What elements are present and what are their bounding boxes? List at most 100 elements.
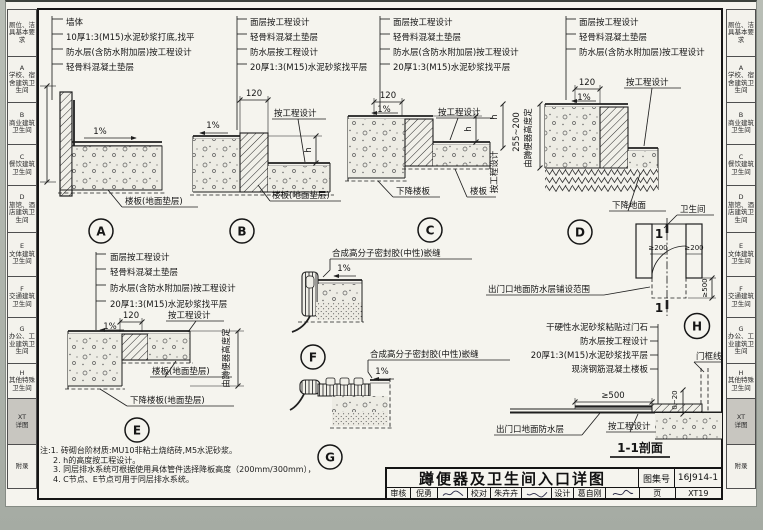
sidebar-item-code: H <box>19 368 25 377</box>
detail-a-bubble-letter: A <box>96 225 106 239</box>
detail-c-bubble <box>417 217 443 243</box>
design-label: 设计 <box>551 488 573 499</box>
slab-concrete <box>193 139 240 192</box>
reviewer-signature <box>437 488 467 499</box>
sidebar-item-label: 其他特殊卫生间 <box>9 376 35 392</box>
dropped-slab-concrete <box>348 119 405 178</box>
detail-e-leader-1: 面层按工程设计 <box>110 252 170 263</box>
detail-c-leader-4: 20厚1:3(M15)水泥砂浆找平层 <box>393 62 510 73</box>
notes-prefix: 注: <box>40 446 51 455</box>
detail-d-bubble <box>567 219 593 245</box>
sidebar-item-appendix: 附录 <box>726 444 756 489</box>
detail-c-leader-2: 轻骨料混凝土垫层 <box>393 32 461 43</box>
mortar-bed <box>332 396 388 412</box>
detail-g-bubble <box>317 444 343 470</box>
title-block-row1: 蹲便器及卫生间入口详图 图集号 16J914-1 <box>387 469 721 488</box>
detail-b-leader-3: 防水层按工程设计 <box>250 47 319 58</box>
section-mark-bottom: 1 <box>655 301 663 315</box>
detail-c-floor-label: 楼板 <box>470 186 488 197</box>
sidebar-item-label: 办公、工业建筑卫生间 <box>728 332 754 355</box>
sheet-title: 蹲便器及卫生间入口详图 <box>418 469 606 488</box>
section-leader-3: 20厚1:3(M15)水泥砂浆找平层 <box>531 350 648 361</box>
screed-layer <box>332 412 388 426</box>
page-label: 页 <box>638 488 675 499</box>
detail-c-slope: 1% <box>377 105 391 115</box>
detail-c-leader-3: 防水层(含防水附加层)按工程设计 <box>393 47 519 58</box>
detail-f-bubble <box>300 344 326 370</box>
sidebar-item-code: C <box>19 152 25 161</box>
sidebar-item-code: H <box>738 368 744 377</box>
pan-lip-curl <box>289 393 305 411</box>
detail-e-bubble-letter: E <box>133 424 141 438</box>
wall-left <box>635 223 653 279</box>
wall <box>59 91 73 197</box>
sidebar-item-code: XT <box>17 413 27 421</box>
detail-d-hnote: 按工程设计 <box>489 150 500 193</box>
detail-e-by-pan: 由蹲便器高度定 <box>221 328 232 388</box>
detail-f-bubble-letter: F <box>309 351 317 365</box>
floor-slab-concrete <box>148 334 190 360</box>
checker-name: 朱卉卉 <box>489 488 522 499</box>
detail-a-floor-label: 楼板(地面垫层) <box>125 196 183 207</box>
section-floor-wp-label: 出门口地面防水层 <box>496 424 564 435</box>
sidebar-item-code: A <box>19 63 25 72</box>
detail-h-dim-out: ≥500 <box>701 278 709 297</box>
sidebar-item-label: 学校、宿舍建筑卫生间 <box>9 71 35 94</box>
detail-g-slope: 1% <box>375 367 389 377</box>
sidebar-item-code: C <box>738 152 744 161</box>
detail-d-drop-label: 下降地面 <box>612 200 647 211</box>
section-dim-500: ≥500 <box>601 391 624 401</box>
sidebar-item-code: F <box>739 284 743 293</box>
sidebar-item-code: G <box>738 324 744 333</box>
floor-slab-concrete <box>433 145 490 166</box>
detail-h-dim-right: ≥200 <box>684 244 703 252</box>
sidebar-item-label: 商业建筑卫生间 <box>728 118 754 135</box>
detail-f-sealant: 合成高分子密封胶(中性)嵌缝 <box>332 248 441 259</box>
brick-curb <box>239 132 269 193</box>
note-text: 1. 砖砌台阶材质:MU10非粘土烧结砖,M5水泥砂浆。 <box>50 446 238 455</box>
detail-b: 面层按工程设计 轻骨料混凝土垫层 防水层按工程设计 20厚1:3(M15)水泥砂… <box>190 16 367 244</box>
sidebar-item-code: D <box>738 193 744 201</box>
designer-name: 葛自刚 <box>572 488 606 499</box>
section-leader-2: 防水层按工程设计 <box>580 336 649 347</box>
sidebar-item-label: 附录 <box>15 461 29 470</box>
detail-e-note: 按工程设计 <box>168 310 211 321</box>
detail-f-slope: 1% <box>337 264 351 274</box>
title-block: 蹲便器及卫生间入口详图 图集号 16J914-1 审核 倪勇 校对 朱卉卉 设计… <box>385 467 723 500</box>
brick-curb <box>599 106 629 173</box>
mortar-bed <box>318 284 360 302</box>
detail-e-floor-label: 楼板(地面垫层) <box>152 366 210 377</box>
detail-e-slope: 1% <box>103 322 117 332</box>
sidebar-item-basics: 厕位、洁具基本要求 <box>726 9 756 57</box>
detail-b-leader-4: 20厚1:3(M15)水泥砂浆找平层 <box>250 62 367 73</box>
detail-c-drop-label: 下降楼板 <box>396 186 431 197</box>
detail-g-sealant: 合成高分子密封胶(中性)嵌缝 <box>370 349 479 360</box>
detail-b-slope: 1% <box>206 121 220 131</box>
detail-e-leader-4: 20厚1:3(M15)水泥砂浆找平层 <box>110 299 227 310</box>
concrete-below <box>655 413 722 439</box>
sidebar-item-code: F <box>20 284 24 293</box>
detail-b-note: 按工程设计 <box>274 108 317 119</box>
detail-h-bubble <box>683 312 711 340</box>
section-note: 按工程设计 <box>608 421 651 432</box>
detail-a-leader-3: 防水层(含防水附加层)按工程设计 <box>66 47 192 58</box>
detail-c-leader-1: 面层按工程设计 <box>393 17 453 28</box>
sidebar-item-label: 详图 <box>15 420 29 429</box>
lower-floor-concrete <box>268 166 330 192</box>
dropped-slab-concrete <box>68 334 122 386</box>
sidebar-item-code: D <box>19 193 25 201</box>
note-line: 4. C节点、E节点可用于同层排水系统。 <box>53 474 194 484</box>
